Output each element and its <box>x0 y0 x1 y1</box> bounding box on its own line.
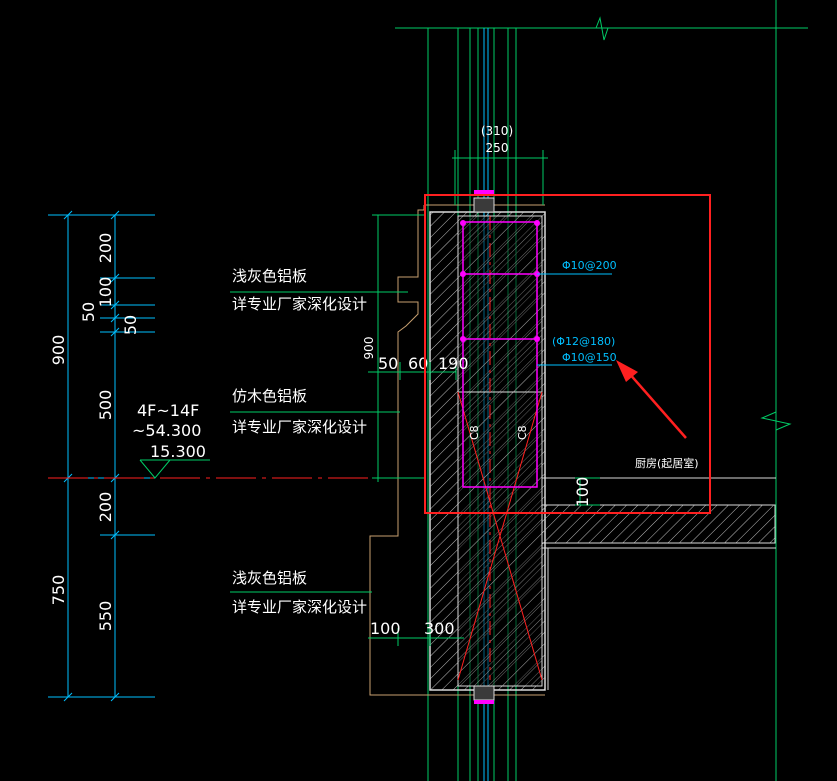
dim-50-b: 50 <box>121 315 140 335</box>
anchor-magenta <box>474 190 494 704</box>
dim-900-upper: 900 <box>49 335 68 366</box>
dim-height: 900 <box>362 337 376 360</box>
floor-slab <box>541 477 776 690</box>
section-dimension-texts: (310) 250 900 50 60 190 100 100 300 <box>362 124 592 638</box>
note-3-line1: 浅灰色铝板 <box>232 569 307 587</box>
rebar-vertical-a: C8 <box>468 425 481 440</box>
note-3-line2: 详专业厂家深化设计 <box>232 598 367 616</box>
dim-190: 190 <box>438 354 469 373</box>
rebar-mid-paren-label: (Φ12@180) <box>552 335 615 348</box>
dim-50: 50 <box>378 354 398 373</box>
dim-750-lower: 750 <box>49 575 68 606</box>
dim-300-bottom: 300 <box>424 619 455 638</box>
material-notes: 浅灰色铝板 详专业厂家深化设计 仿木色铝板 详专业厂家深化设计 浅灰色铝板 详专… <box>232 267 367 616</box>
dim-550: 550 <box>96 601 115 632</box>
dim-500: 500 <box>96 390 115 421</box>
dim-200-bottom: 200 <box>96 492 115 523</box>
rebar-top-label: Φ10@200 <box>562 259 617 272</box>
rebar-vertical-b: C8 <box>516 425 529 440</box>
dim-100-right: 100 <box>573 477 592 508</box>
concrete-section <box>429 211 546 691</box>
anchor-blocks <box>473 197 495 701</box>
dim-60: 60 <box>408 354 428 373</box>
note-2-line1: 仿木色铝板 <box>232 387 307 405</box>
note-1-line1: 浅灰色铝板 <box>232 267 307 285</box>
note-2-line2: 详专业厂家深化设计 <box>232 418 367 436</box>
level-elev-top: ~54.300 <box>132 421 201 440</box>
dim-50-a: 50 <box>79 302 98 322</box>
dim-100-bottom: 100 <box>370 619 401 638</box>
note-1-line2: 详专业厂家深化设计 <box>232 295 367 313</box>
level-mark: 4F~14F ~54.300 15.300 <box>132 401 210 479</box>
room-label: 厨房(起居室) <box>635 456 699 470</box>
dim-width-paren: (310) <box>481 124 513 138</box>
dim-width: 250 <box>486 141 509 155</box>
rebar-mid-label: Φ10@150 <box>562 351 617 364</box>
highlight-arrow <box>616 360 687 439</box>
rebar-cage <box>462 221 538 488</box>
dim-200-top: 200 <box>96 233 115 264</box>
left-dimension-texts: 900 750 200 100 50 50 500 200 550 <box>49 233 140 632</box>
level-elev-bottom: 15.300 <box>150 442 206 461</box>
highlight-box <box>424 194 711 514</box>
rebar-dots <box>460 220 540 342</box>
rebar-label-texts: Φ10@200 (Φ12@180) Φ10@150 C8 C8 <box>468 259 617 440</box>
dim-100: 100 <box>96 277 115 308</box>
rebar-label-leaders <box>537 273 612 366</box>
level-floors: 4F~14F <box>137 401 199 420</box>
note-leaders <box>230 291 408 593</box>
